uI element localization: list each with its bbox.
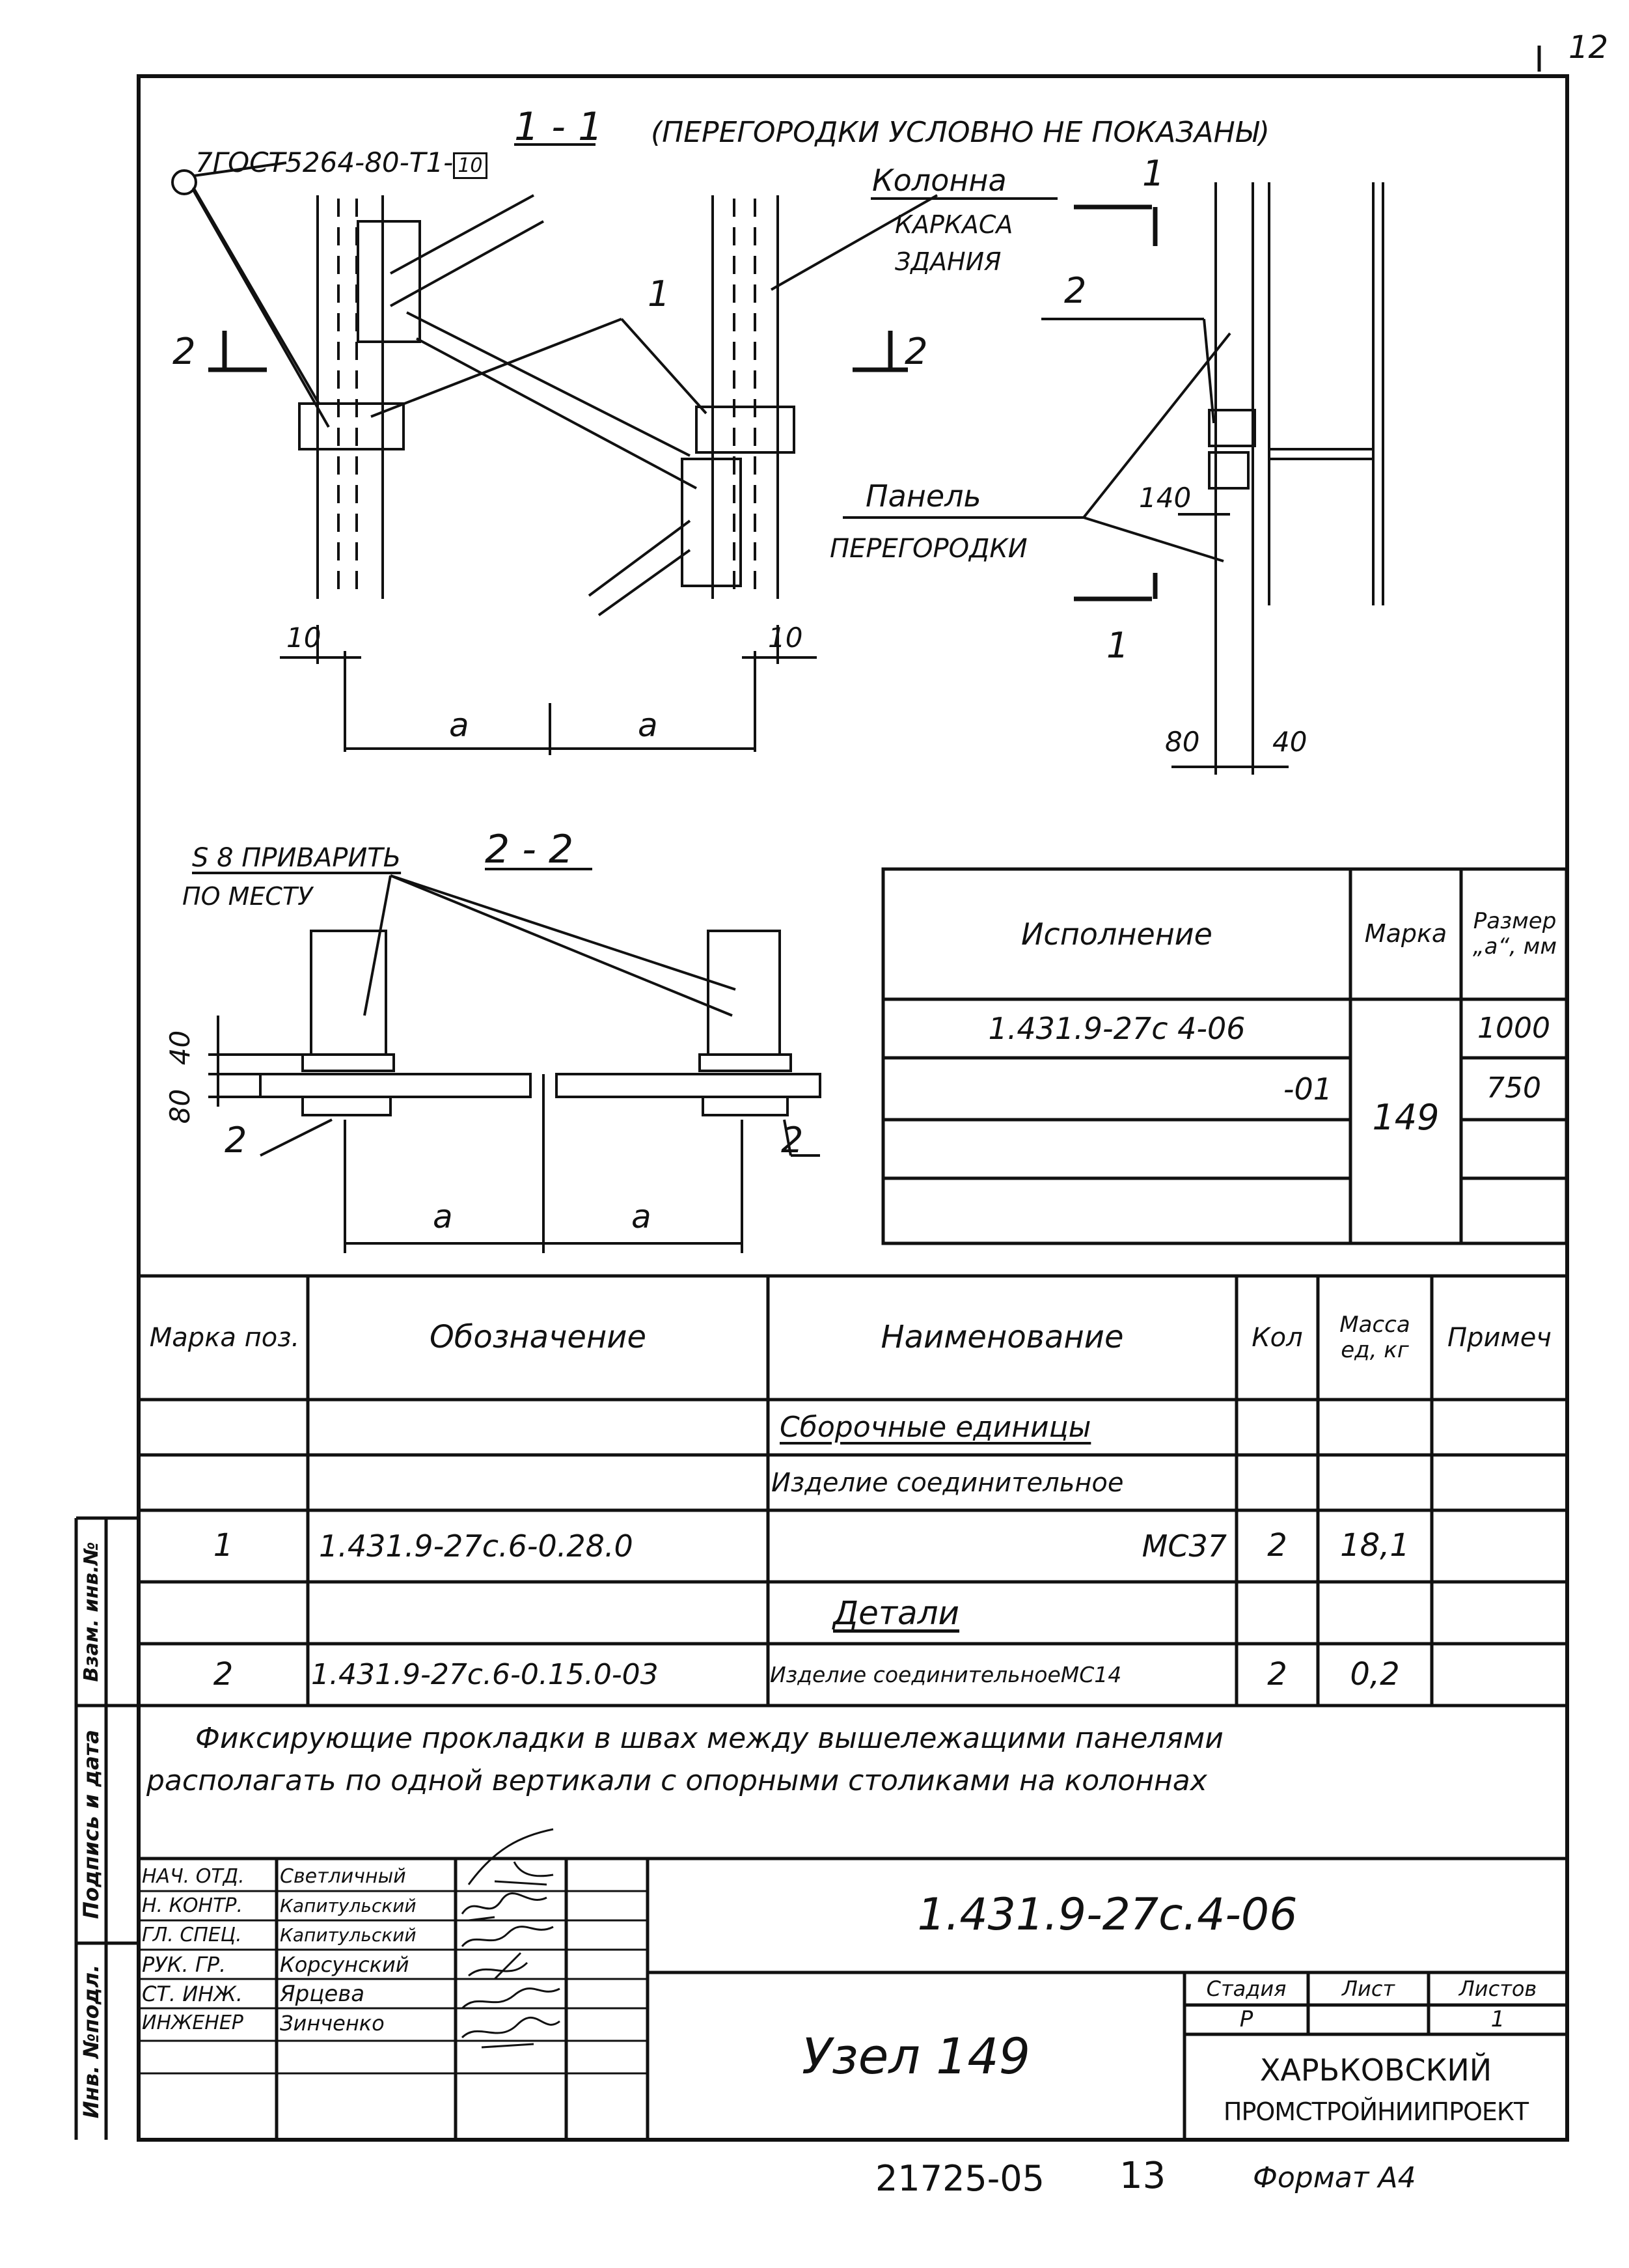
spec-row-connector-title: Изделие соединительное [771, 1467, 1124, 1498]
column-label-line2: КАРКАСА [895, 210, 1013, 239]
section-2-2-title: 2 - 2 [485, 827, 574, 872]
side-stamp-vzam: Взам. инв.№ [79, 1542, 103, 1682]
execution-row-1: 1.431.9-27с 4-06 [988, 1010, 1246, 1046]
size-row-2: 750 [1486, 1072, 1541, 1105]
weld-note-line2: ПО МЕСТУ [182, 882, 313, 911]
staff-role-3: ГЛ. СПЕЦ. [142, 1924, 242, 1946]
spec-row-1-pos: 1 [213, 1527, 234, 1564]
note-line-2: располагать по одной вертикали с опорным… [146, 1764, 1207, 1797]
spec-row-2-name: Изделие соединительноеМС14 [770, 1662, 1122, 1687]
organization-line-1: ХАРЬКОВСКИЙ [1259, 2052, 1492, 2088]
stage-label: Стадия [1206, 1976, 1287, 2001]
dimension-10-right: 10 [768, 622, 803, 654]
dimension-140: 140 [1139, 482, 1192, 514]
spec-row-2-pos: 2 [213, 1655, 234, 1693]
mark-header: Марка [1364, 919, 1447, 948]
spec-header-pos: Марка поз. [149, 1323, 300, 1353]
position-2-right: 2 [781, 1120, 804, 1161]
dimension-10-left: 10 [286, 622, 322, 654]
staff-name-3: Капитульский [280, 1924, 417, 1946]
bottom-number: 21725-05 [875, 2158, 1045, 2199]
cut-1-bottom: 1 [1106, 625, 1129, 666]
bottom-page-number: 13 [1119, 2155, 1166, 2197]
spec-row-1-qty: 2 [1267, 1527, 1287, 1564]
position-1-label: 1 [648, 273, 670, 314]
weld-reference: 7ГОСТ5264-80-Т1-10 [195, 146, 487, 179]
staff-role-5: СТ. ИНЖ. [142, 1981, 243, 2006]
document-code: 1.431.9-27с.4-06 [917, 1889, 1298, 1941]
staff-name-5: Ярцева [280, 1980, 365, 2007]
column-label-line1: Колонна [872, 163, 1007, 198]
spec-row-2-designation: 1.431.9-27с.6-0.15.0-03 [311, 1658, 659, 1691]
spec-row-1-designation: 1.431.9-27с.6-0.28.0 [319, 1528, 633, 1564]
position-2-label: 2 [1064, 270, 1087, 311]
section-1-1-note: (ПЕРЕГОРОДКИ УСЛОВНО НЕ ПОКАЗАНЫ) [651, 116, 1270, 149]
sheets-label: Листов [1458, 1976, 1537, 2001]
cut-2-left: 2 [172, 331, 196, 373]
sheets-value: 1 [1490, 2006, 1505, 2032]
spec-header-note: Примеч [1447, 1323, 1552, 1353]
panel-label-line2: ПЕРЕГОРОДКИ [830, 534, 1028, 564]
position-2-left: 2 [225, 1120, 247, 1161]
page-number: 12 [1568, 29, 1609, 66]
staff-name-1: Светличный [280, 1865, 406, 1888]
dimension-a-left: a [449, 706, 469, 744]
signatures [461, 1828, 560, 2049]
spec-row-2-mass: 0,2 [1350, 1655, 1400, 1693]
note-line-1: Фиксирующие прокладки в швах между вышел… [195, 1722, 1224, 1755]
staff-name-6: Зинченко [280, 2010, 385, 2036]
spec-row-1-mass: 18,1 [1340, 1527, 1410, 1564]
size-header: Размер „а“, мм [1473, 907, 1557, 960]
staff-name-2: Капитульский [280, 1895, 417, 1916]
staff-role-1: НАЧ. ОТД. [142, 1865, 245, 1888]
spec-header-name: Наименование [881, 1319, 1124, 1356]
column-label-line3: ЗДАНИЯ [895, 247, 1002, 276]
staff-name-4: Корсунский [280, 1952, 409, 1977]
format-label: Формат А4 [1253, 2161, 1416, 2194]
cut-2-right: 2 [905, 331, 928, 373]
spec-header-designation: Обозначение [429, 1319, 647, 1356]
dimension-a-right: a [638, 706, 658, 744]
weld-note-line1: S 8 ПРИВАРИТЬ [192, 843, 402, 873]
mark-value: 149 [1372, 1097, 1440, 1139]
execution-header: Исполнение [1021, 916, 1212, 952]
size-row-1: 1000 [1477, 1011, 1550, 1045]
spec-header-mass: Масса ед, кг [1339, 1311, 1410, 1363]
dimension-a-2-2-right: a [631, 1198, 651, 1236]
staff-role-4: РУК. ГР. [142, 1952, 226, 1977]
cut-1-top: 1 [1142, 153, 1165, 194]
execution-row-2: -01 [1283, 1071, 1332, 1107]
spec-header-qty: Кол [1252, 1323, 1303, 1353]
staff-role-6: ИНЖЕНЕР [142, 2012, 243, 2034]
stage-value: Р [1239, 2006, 1253, 2032]
spec-row-details: Детали [833, 1594, 960, 1632]
spec-row-2-qty: 2 [1267, 1655, 1287, 1693]
section-1-1-title: 1 - 1 [514, 104, 603, 150]
sheet-value [1308, 2005, 1429, 2034]
spec-row-assembly-units: Сборочные единицы [780, 1411, 1091, 1444]
drawing-title: Узел 149 [801, 2026, 1031, 2085]
staff-role-2: Н. КОНТР. [142, 1894, 243, 1917]
panel-label-line1: Панель [866, 478, 981, 514]
sheet-label: Лист [1341, 1976, 1395, 2001]
dimension-40-vertical: 40 [164, 1030, 197, 1066]
dimension-80-vertical: 80 [164, 1088, 197, 1124]
organization-line-2: ПРОМСТРОЙНИИПРОЕКТ [1223, 2097, 1529, 2127]
dimension-a-2-2-left: a [433, 1198, 453, 1236]
spec-row-1-name: МС37 [1142, 1528, 1227, 1564]
weld-reference-box: 10 [453, 152, 487, 179]
side-stamp-signature-date: Подпись и дата [79, 1730, 103, 1919]
dimension-40: 40 [1272, 726, 1307, 758]
side-stamp-inv-podl: Инв. №подл. [79, 1964, 103, 2119]
dimension-80: 80 [1165, 726, 1200, 758]
